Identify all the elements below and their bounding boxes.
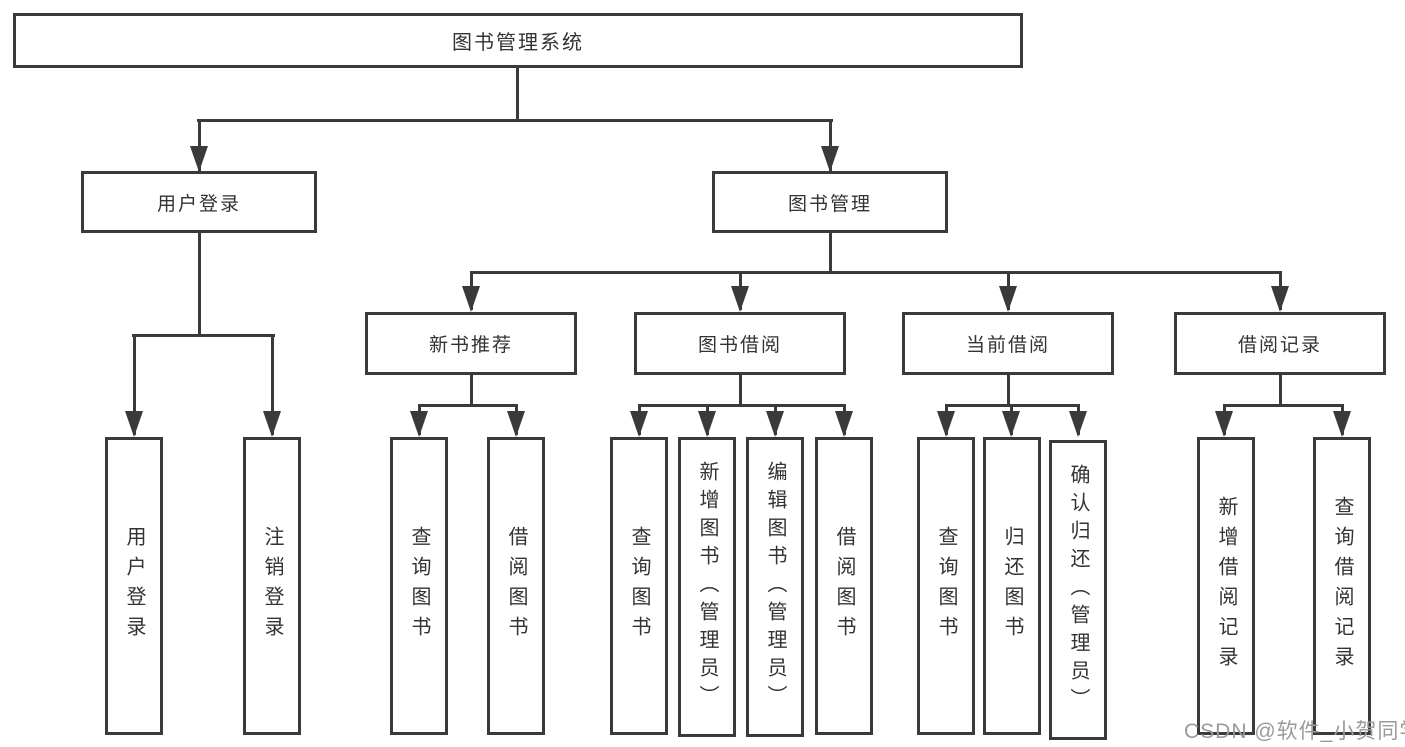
arrow-down-icon	[190, 146, 208, 172]
arrow-down-icon	[821, 146, 839, 172]
leaf-label: 用户登录	[123, 526, 145, 646]
arrow-down-icon	[835, 411, 853, 437]
leaf-label: 新增借阅记录	[1215, 496, 1237, 676]
leaf-label: 查询图书	[408, 526, 430, 646]
connector-line	[271, 335, 274, 435]
arrow-down-icon	[1333, 411, 1351, 437]
leaf-label: 编辑图书（管理员）	[764, 461, 786, 713]
node-borrowing-records: 借阅记录	[1174, 312, 1386, 375]
arrow-down-icon	[125, 411, 143, 437]
leaf-query-books-borrowing: 查询图书	[610, 437, 668, 735]
leaf-label: 归还图书	[1001, 526, 1023, 646]
connector-line	[1223, 404, 1344, 407]
connector-line	[638, 404, 846, 407]
leaf-label: 注销登录	[261, 526, 283, 646]
node-user-login-branch: 用户登录	[81, 171, 317, 233]
connector-line	[197, 119, 833, 122]
arrow-down-icon	[462, 286, 480, 312]
leaf-logout: 注销登录	[243, 437, 301, 735]
connector-line	[418, 404, 518, 407]
connector-line	[739, 375, 742, 405]
node-new-book-recommend: 新书推荐	[365, 312, 577, 375]
arrow-down-icon	[630, 411, 648, 437]
arrow-down-icon	[999, 286, 1017, 312]
connector-line	[132, 334, 275, 337]
arrow-down-icon	[1002, 411, 1020, 437]
arrow-down-icon	[410, 411, 428, 437]
connector-line	[829, 233, 832, 272]
leaf-label: 借阅图书	[833, 526, 855, 646]
leaf-borrow-books-recommend: 借阅图书	[487, 437, 545, 735]
leaf-query-books-current: 查询图书	[917, 437, 975, 735]
connector-line	[470, 271, 1282, 274]
leaf-confirm-return-admin: 确认归还（管理员）	[1049, 440, 1107, 740]
leaf-label: 查询图书	[628, 526, 650, 646]
leaf-borrow-books-borrowing: 借阅图书	[815, 437, 873, 735]
node-book-borrowing: 图书借阅	[634, 312, 846, 375]
arrow-down-icon	[731, 286, 749, 312]
leaf-label: 借阅图书	[505, 526, 527, 646]
leaf-label: 查询借阅记录	[1331, 496, 1353, 676]
connector-line	[1279, 375, 1282, 405]
leaf-return-book: 归还图书	[983, 437, 1041, 735]
arrow-down-icon	[1215, 411, 1233, 437]
leaf-query-borrow-record: 查询借阅记录	[1313, 437, 1371, 735]
leaf-add-book-admin: 新增图书（管理员）	[678, 437, 736, 737]
leaf-label: 新增图书（管理员）	[696, 461, 718, 713]
leaf-query-books-recommend: 查询图书	[390, 437, 448, 735]
leaf-user-login: 用户登录	[105, 437, 163, 735]
watermark: CSDN @软件_小贺同学	[1184, 720, 1405, 743]
arrow-down-icon	[698, 411, 716, 437]
arrow-down-icon	[1271, 286, 1289, 312]
arrow-down-icon	[937, 411, 955, 437]
connector-line	[516, 68, 519, 120]
node-root: 图书管理系统	[13, 13, 1023, 68]
node-book-management: 图书管理	[712, 171, 948, 233]
arrow-down-icon	[507, 411, 525, 437]
arrow-down-icon	[263, 411, 281, 437]
arrow-down-icon	[766, 411, 784, 437]
connector-line	[198, 233, 201, 335]
leaf-label: 确认归还（管理员）	[1067, 464, 1089, 716]
connector-line	[470, 375, 473, 405]
leaf-label: 查询图书	[935, 526, 957, 646]
leaf-add-borrow-record: 新增借阅记录	[1197, 437, 1255, 735]
arrow-down-icon	[1069, 411, 1087, 437]
connector-line	[1007, 375, 1010, 405]
node-current-borrowing: 当前借阅	[902, 312, 1114, 375]
leaf-edit-book-admin: 编辑图书（管理员）	[746, 437, 804, 737]
connector-line	[133, 335, 136, 435]
